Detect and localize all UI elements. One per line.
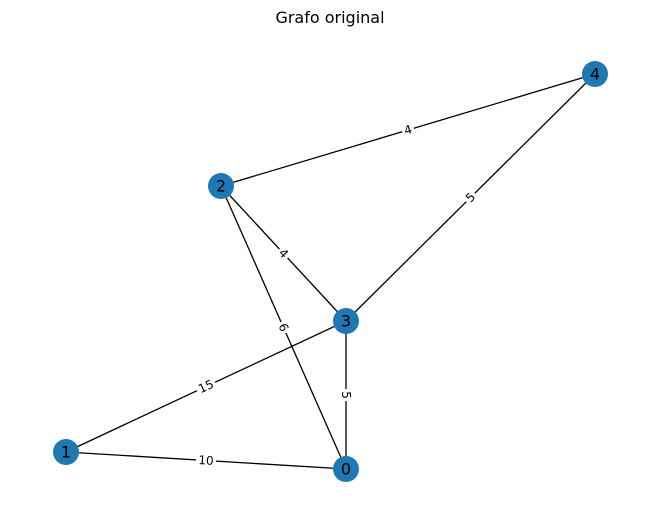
node-label: 0 xyxy=(341,460,351,479)
edge-weight-label: 15 xyxy=(193,375,219,398)
edge-weight-background xyxy=(460,187,481,208)
node-circle xyxy=(208,173,234,199)
node-2: 2 xyxy=(208,173,234,199)
edges-layer xyxy=(65,73,596,470)
node-circle xyxy=(53,439,79,465)
edge-weight-background xyxy=(399,120,417,140)
edge-weight-text: 5 xyxy=(339,391,353,399)
edge-weight-text: 4 xyxy=(402,122,413,138)
node-1: 1 xyxy=(53,439,79,465)
edge-weight-label: 6 xyxy=(273,318,294,337)
edge-weight-label: 10 xyxy=(195,451,217,470)
node-label: 1 xyxy=(61,443,71,462)
edge-weight-label: 4 xyxy=(399,120,417,140)
edge-labels-layer: 4 5 4 6 15 5 10 xyxy=(193,120,481,470)
node-circle xyxy=(333,456,359,482)
node-3: 3 xyxy=(333,308,359,334)
edge-weight-text: 15 xyxy=(196,377,216,396)
nodes-layer: 0 1 2 3 4 xyxy=(53,61,608,482)
node-label: 4 xyxy=(590,65,600,84)
edge-weight-background xyxy=(338,389,354,401)
edge-weight-background xyxy=(193,375,219,398)
edge-weight-background xyxy=(273,243,294,264)
node-label: 3 xyxy=(341,312,351,331)
node-4: 4 xyxy=(582,61,608,87)
edge-weight-background xyxy=(195,451,217,470)
edge-weight-background xyxy=(273,318,294,337)
edge-weight-label: 4 xyxy=(273,243,294,264)
edge-weight-label: 5 xyxy=(460,187,481,208)
node-circle xyxy=(582,61,608,87)
node-0: 0 xyxy=(333,456,359,482)
edge-weight-text: 10 xyxy=(198,453,214,468)
node-label: 2 xyxy=(216,177,226,196)
figure-title: Grafo original xyxy=(275,8,385,27)
edge-weight-label: 5 xyxy=(338,389,354,401)
node-circle xyxy=(333,308,359,334)
